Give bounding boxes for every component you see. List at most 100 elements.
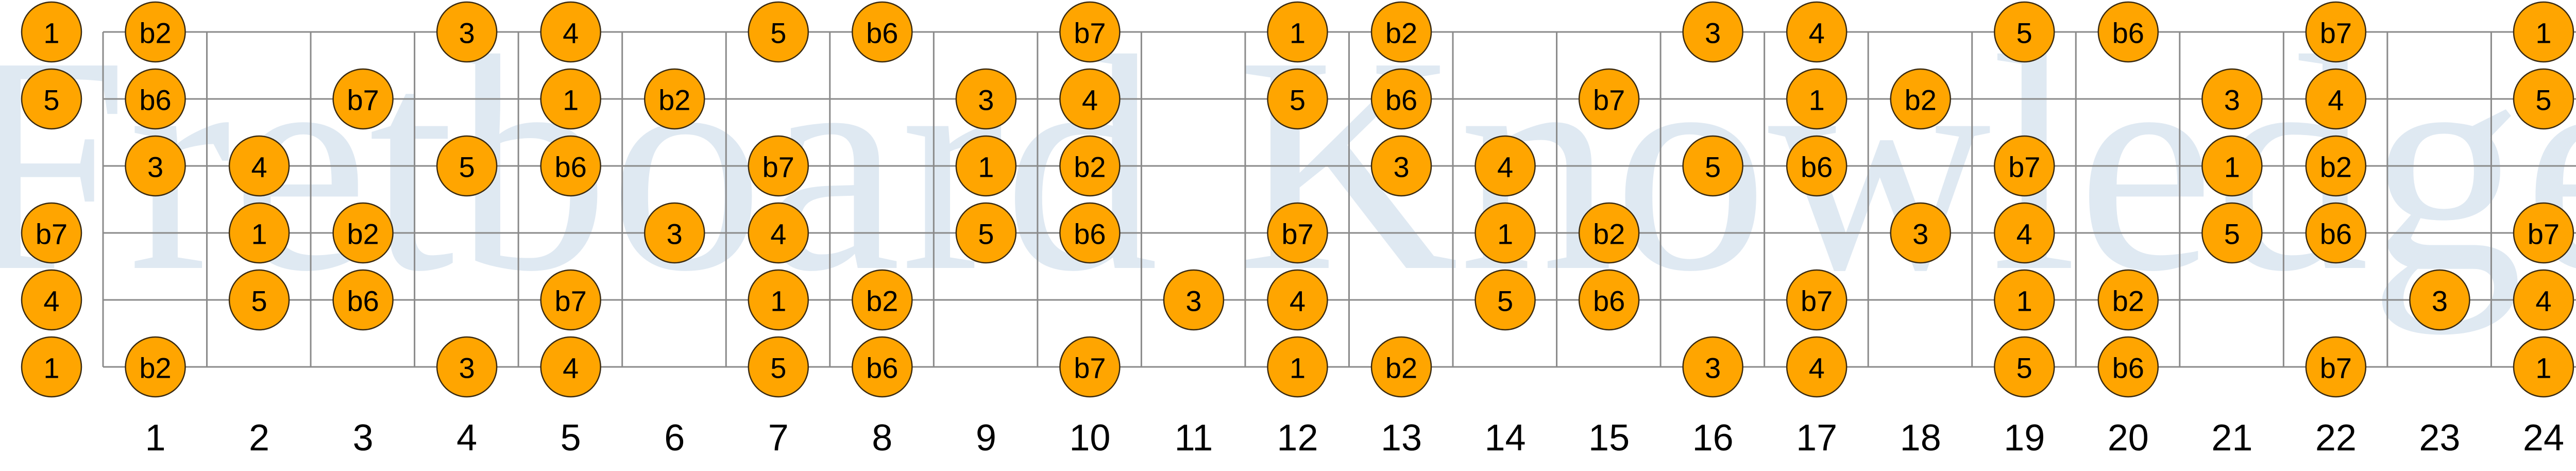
note-dot: 4: [2513, 269, 2574, 331]
note-dot-label: b6: [555, 151, 587, 183]
fret-number: 12: [1277, 417, 1318, 459]
fret-number: 2: [249, 417, 269, 459]
note-dot: 4: [1786, 1, 1848, 63]
note-dot: 1: [2201, 135, 2263, 197]
note-dot: 1: [1786, 68, 1848, 130]
note-dot: 5: [748, 1, 809, 63]
note-dot-label: 3: [1705, 352, 1721, 384]
note-dot: 1: [1267, 336, 1328, 398]
fret-number: 7: [768, 417, 789, 459]
note-dot-circle: [1994, 202, 2055, 264]
note-dot-circle: [1267, 1, 1328, 63]
note-dot-circle: [2201, 68, 2263, 130]
note-dot-circle: [1786, 68, 1848, 130]
note-dot: b6: [2097, 1, 2159, 63]
note-dot-circle: [1059, 135, 1121, 197]
note-dot-label: b2: [1905, 84, 1937, 116]
note-dot: 4: [1786, 336, 1848, 398]
note-dot-label: b7: [1074, 17, 1106, 49]
note-dot-label: b2: [347, 218, 379, 250]
note-dot-circle: [2305, 1, 2367, 63]
note-dot-label: b2: [866, 285, 898, 317]
fret-number: 17: [1796, 417, 1837, 459]
fret-number: 1: [145, 417, 166, 459]
note-dot: 3: [2409, 269, 2470, 331]
note-dot-label: 5: [770, 352, 786, 384]
note-dot-circle: [1786, 269, 1848, 331]
note-dot-label: b2: [2320, 151, 2352, 183]
note-dot-circle: [1059, 68, 1121, 130]
note-dot: b6: [1059, 202, 1121, 264]
note-dot: b7: [748, 135, 809, 197]
note-dot-circle: [540, 1, 601, 63]
note-dot-circle: [1370, 336, 1432, 398]
note-dot-circle: [748, 336, 809, 398]
note-dot-circle: [540, 336, 601, 398]
note-dot-circle: [955, 68, 1017, 130]
note-dot-circle: [748, 1, 809, 63]
note-dot-label: 1: [1497, 218, 1513, 250]
note-dot: b6: [2097, 336, 2159, 398]
note-dot-label: b7: [1593, 84, 1625, 116]
note-dot-circle: [2097, 1, 2159, 63]
note-dot: 5: [1994, 1, 2055, 63]
note-dot-circle: [1475, 202, 1536, 264]
note-dot-label: 1: [1809, 84, 1825, 116]
fret-number: 6: [664, 417, 685, 459]
note-dot-label: b7: [1281, 218, 1313, 250]
fret-number: 24: [2523, 417, 2564, 459]
note-dot-circle: [955, 135, 1017, 197]
note-dot-circle: [1578, 68, 1640, 130]
note-dot: 1: [2513, 336, 2574, 398]
note-dot-circle: [643, 68, 705, 130]
note-dot-label: 4: [2016, 218, 2032, 250]
note-dot: 4: [1994, 202, 2055, 264]
fret-number: 9: [976, 417, 996, 459]
note-dot-label: b7: [2320, 352, 2352, 384]
note-dot-label: 5: [1705, 151, 1721, 183]
note-dot-circle: [436, 135, 498, 197]
note-dot-circle: [21, 1, 82, 63]
note-dot-circle: [1059, 202, 1121, 264]
note-dot: b7: [332, 68, 394, 130]
note-dot-circle: [852, 336, 913, 398]
note-dot-label: 4: [1809, 352, 1825, 384]
note-dot-circle: [1163, 269, 1225, 331]
note-dot: 1: [228, 202, 290, 264]
note-dot-circle: [1786, 1, 1848, 63]
note-dot-circle: [1059, 336, 1121, 398]
note-dot: 1: [21, 1, 82, 63]
note-dot-circle: [436, 336, 498, 398]
note-dot-label: 5: [459, 151, 475, 183]
note-dot-label: 1: [1290, 17, 1306, 49]
note-dot-label: b2: [1385, 352, 1417, 384]
note-dot-label: 4: [1497, 151, 1513, 183]
note-dot-circle: [1475, 135, 1536, 197]
note-dot-label: 5: [2016, 352, 2032, 384]
note-dot-label: b2: [139, 352, 171, 384]
note-dot-circle: [1370, 135, 1432, 197]
note-dot: 4: [228, 135, 290, 197]
note-dot: 3: [1682, 1, 1743, 63]
note-dot-label: b7: [2528, 218, 2560, 250]
fret-number: 3: [353, 417, 374, 459]
note-dot-label: 5: [2016, 17, 2032, 49]
note-dot-circle: [1682, 1, 1743, 63]
note-dot-circle: [21, 269, 82, 331]
fret-number: 4: [456, 417, 477, 459]
note-dot-circle: [2513, 68, 2574, 130]
note-dot: b7: [2305, 1, 2367, 63]
note-dot-label: 4: [43, 285, 59, 317]
fret-number: 20: [2108, 417, 2149, 459]
note-dot: 3: [125, 135, 186, 197]
note-dot-circle: [2305, 135, 2367, 197]
note-dot-label: b2: [658, 84, 690, 116]
note-dot: b6: [1578, 269, 1640, 331]
fret-number: 18: [1900, 417, 1941, 459]
note-dot: 1: [540, 68, 601, 130]
note-dot: 5: [228, 269, 290, 331]
note-dot-label: 4: [770, 218, 786, 250]
note-dot-circle: [1994, 135, 2055, 197]
note-dot: b2: [1370, 1, 1432, 63]
